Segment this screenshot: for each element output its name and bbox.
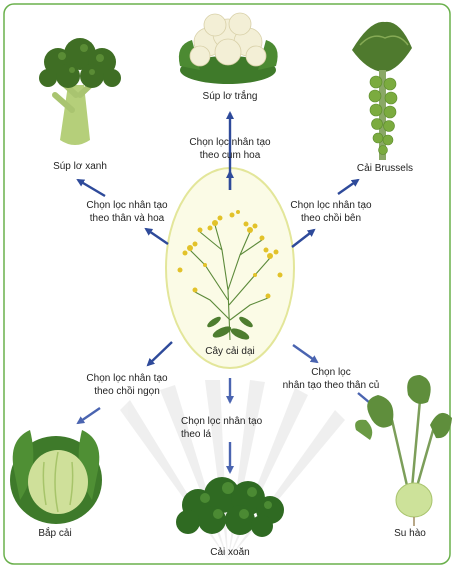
arrow-to-bapcai [76,407,101,425]
arrow-to-suploxanh [76,178,106,198]
center-plant-name: Cây cải dại [205,346,255,357]
plant-name-suploxanh: Súp lơ xanh [53,161,107,172]
label-thancu-line2: nhân tạo theo thân củ [282,380,380,391]
diagram-frame [3,3,451,565]
watermark-rays [120,380,345,560]
label-choingon: Chọn lọc nhân tạo theo chồi ngọn [72,372,182,398]
arrow-from-center-lowright [292,344,319,364]
label-cumhoa-line1: Chọn lọc nhân tạo [189,137,271,148]
plant-name-bapcai: Bắp cải [38,528,72,539]
plant-name-caixoan: Cải xoăn [210,547,250,558]
plant-name-brussels: Cải Brussels [356,163,414,174]
label-choingon-line1: Chọn lọc nhân tạo [86,373,168,384]
label-cumhoa: Chọn lọc nhân tạo theo cụm hoa [175,136,285,162]
arrow-from-center-left [144,227,169,245]
label-choingon-line2: theo chồi ngọn [94,386,160,397]
kale-icon [176,477,284,537]
broccoli-icon [39,38,121,145]
wild-mustard-icon [177,210,283,341]
label-choiben-line2: theo chồi bên [300,213,362,224]
plant-name-suplotrang: Súp lơ trắng [202,91,258,102]
label-thanhoa-line1: Chọn lọc nhân tạo [86,200,168,211]
label-la-line2: theo lá [181,429,212,440]
label-la: Chọn lọc nhân tạo theo lá [181,415,281,441]
cabbage-icon [10,430,102,524]
label-thancu: Chọn lọc nhân tạo theo thân củ [266,366,396,392]
arrow-from-center-right [291,228,316,248]
brussels-sprouts-icon [352,21,412,160]
label-thancu-line1: Chọn lọc [311,367,351,378]
kohlrabi-icon [355,375,452,526]
label-thanhoa: Chọn lọc nhân tạo theo thân và hoa [72,199,182,225]
arrow-to-brussels [337,178,360,195]
label-la-line1: Chọn lọc nhân tạo [181,416,263,427]
cauliflower-icon [178,12,278,84]
arrow-from-center-lowleft [146,341,173,367]
label-cumhoa-line2: theo cụm hoa [199,150,261,161]
plant-name-suhao: Su hào [394,528,426,539]
label-choiben: Chọn lọc nhân tạo theo chồi bên [276,199,386,225]
label-thanhoa-line2: theo thân và hoa [89,213,165,224]
label-choiben-line1: Chọn lọc nhân tạo [290,200,372,211]
